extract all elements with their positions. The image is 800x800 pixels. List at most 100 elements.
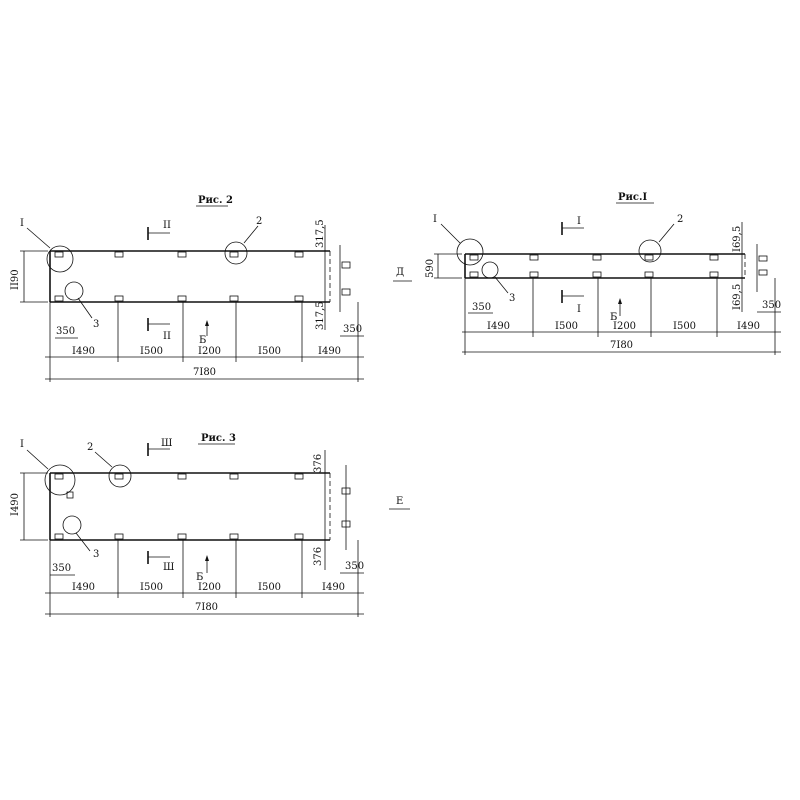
fig2-span-1: I490 [72, 346, 95, 357]
fig1-view-arrow-head [618, 298, 622, 304]
fig1-span-3: I200 [613, 321, 636, 332]
fig1-callout-3: 3 [509, 293, 515, 304]
loop-mark [592, 254, 602, 261]
fig1-offset-bottom: I69,5 [732, 284, 743, 310]
fig3-leader-2 [94, 451, 113, 468]
loop-mark [644, 254, 654, 261]
loop-mark [294, 473, 304, 480]
fig1-top-loops [469, 254, 719, 261]
fig3-section-label-bottom: Ш [163, 562, 174, 573]
fig2-end-right-label: 350 [343, 324, 362, 335]
fig3-callout-1: I [20, 439, 24, 450]
fig1-span-4: I500 [673, 321, 696, 332]
fig3-height-label: I490 [10, 493, 21, 516]
loop-mark [177, 533, 187, 540]
loop-mark [229, 533, 239, 540]
fig2-end-fitting-top [341, 261, 351, 269]
fig3-total: 7I80 [195, 602, 218, 613]
fig3-leader-3 [75, 532, 91, 552]
fig2-detail-circle-1 [46, 245, 74, 273]
fig3-span-3: I200 [198, 582, 221, 593]
fig3-bottom-loops [54, 533, 304, 540]
fig3-end-left-label: 350 [52, 563, 71, 574]
fig2-bottom-loops [54, 295, 304, 302]
fig1-leader-3 [494, 276, 509, 294]
fig3-detail-circle-1 [44, 464, 76, 496]
fig1-section-label-bottom: I [577, 304, 581, 315]
fig2-height-label: II90 [10, 269, 21, 290]
fig2-span-5: I490 [318, 346, 341, 357]
loop-mark [229, 251, 239, 258]
loop-mark [529, 254, 539, 261]
fig2-section-label-top: II [163, 220, 171, 231]
fig1-callout-2: 2 [677, 214, 683, 225]
fig1-detail-circle-3 [481, 261, 499, 279]
loop-mark [229, 473, 239, 480]
fig3-top-loops [54, 473, 304, 480]
fig3-title: Рис. 3 [201, 433, 236, 444]
fig2-span-4: I500 [258, 346, 281, 357]
loop-mark [54, 533, 64, 540]
fig2-end-fitting-bottom [341, 288, 351, 296]
fig2-span-2: I500 [140, 346, 163, 357]
fig2-leader-1 [26, 227, 51, 249]
fig3-leader-1 [26, 449, 49, 470]
fig2-callout-3: 3 [93, 319, 99, 330]
fig2-detail-circle-3 [64, 281, 84, 301]
fig3-offset-bottom: 376 [313, 547, 324, 566]
figure-2: Рис. 2 I [10, 195, 364, 382]
fig1-side-view-label: Д [396, 267, 404, 278]
fig3-detail-circle-2 [108, 464, 132, 488]
fig3-end-fitting-top [341, 487, 351, 495]
fig3-detail-circle-3 [62, 515, 82, 535]
fig3-callout-2: 2 [87, 442, 93, 453]
loop-mark [114, 533, 124, 540]
fig2-callout-1: I [20, 218, 24, 229]
loop-mark [54, 295, 64, 302]
fig1-bottom-loops [469, 271, 719, 278]
fig1-offset-top: I69,5 [732, 226, 743, 252]
fig3-span-1: I490 [72, 582, 95, 593]
loop-mark [709, 271, 719, 278]
fig1-title: Рис.I [618, 192, 648, 203]
fig1-leader-2 [658, 223, 675, 243]
fig1-callout-1: I [433, 214, 437, 225]
fig1-end-fitting-top [758, 255, 768, 262]
fig3-side-view-label: Е [396, 496, 403, 507]
fig1-leader-1 [440, 223, 461, 244]
loop-mark [294, 251, 304, 258]
fig3-section-label-top: Ш [161, 438, 172, 449]
fig2-top-loops [54, 251, 304, 258]
fig2-title: Рис. 2 [198, 195, 233, 206]
fig3-end-right-label: 350 [345, 561, 364, 572]
fig1-detail-circle-1 [456, 238, 484, 266]
loop-mark [177, 251, 187, 258]
fig1-section-label-top: I [577, 216, 581, 227]
fig2-section-label-bottom: II [163, 331, 171, 342]
fig2-leader-3 [77, 297, 93, 319]
fig2-offset-top: 317,5 [315, 219, 326, 248]
loop-mark [54, 473, 64, 480]
fig3-inner-fitting [66, 491, 74, 499]
fig3-view-label: Б [196, 572, 203, 583]
loop-mark [177, 295, 187, 302]
fig1-end-fitting-bottom [758, 269, 768, 276]
fig1-span-2: I500 [555, 321, 578, 332]
fig2-total: 7I80 [193, 367, 216, 378]
fig3-span-4: I500 [258, 582, 281, 593]
loop-mark [294, 295, 304, 302]
loop-mark [709, 254, 719, 261]
fig2-leader-2 [243, 225, 259, 244]
fig3-span-2: I500 [140, 582, 163, 593]
loop-mark [114, 473, 124, 480]
fig3-end-fitting-bottom [341, 520, 351, 528]
fig2-callout-2: 2 [256, 216, 262, 227]
fig2-view-arrow-head [205, 320, 209, 326]
loop-mark [592, 271, 602, 278]
loop-mark [529, 271, 539, 278]
fig3-callout-3: 3 [93, 549, 99, 560]
loop-mark [644, 271, 654, 278]
loop-mark [114, 251, 124, 258]
fig3-view-arrow-head [205, 555, 209, 561]
